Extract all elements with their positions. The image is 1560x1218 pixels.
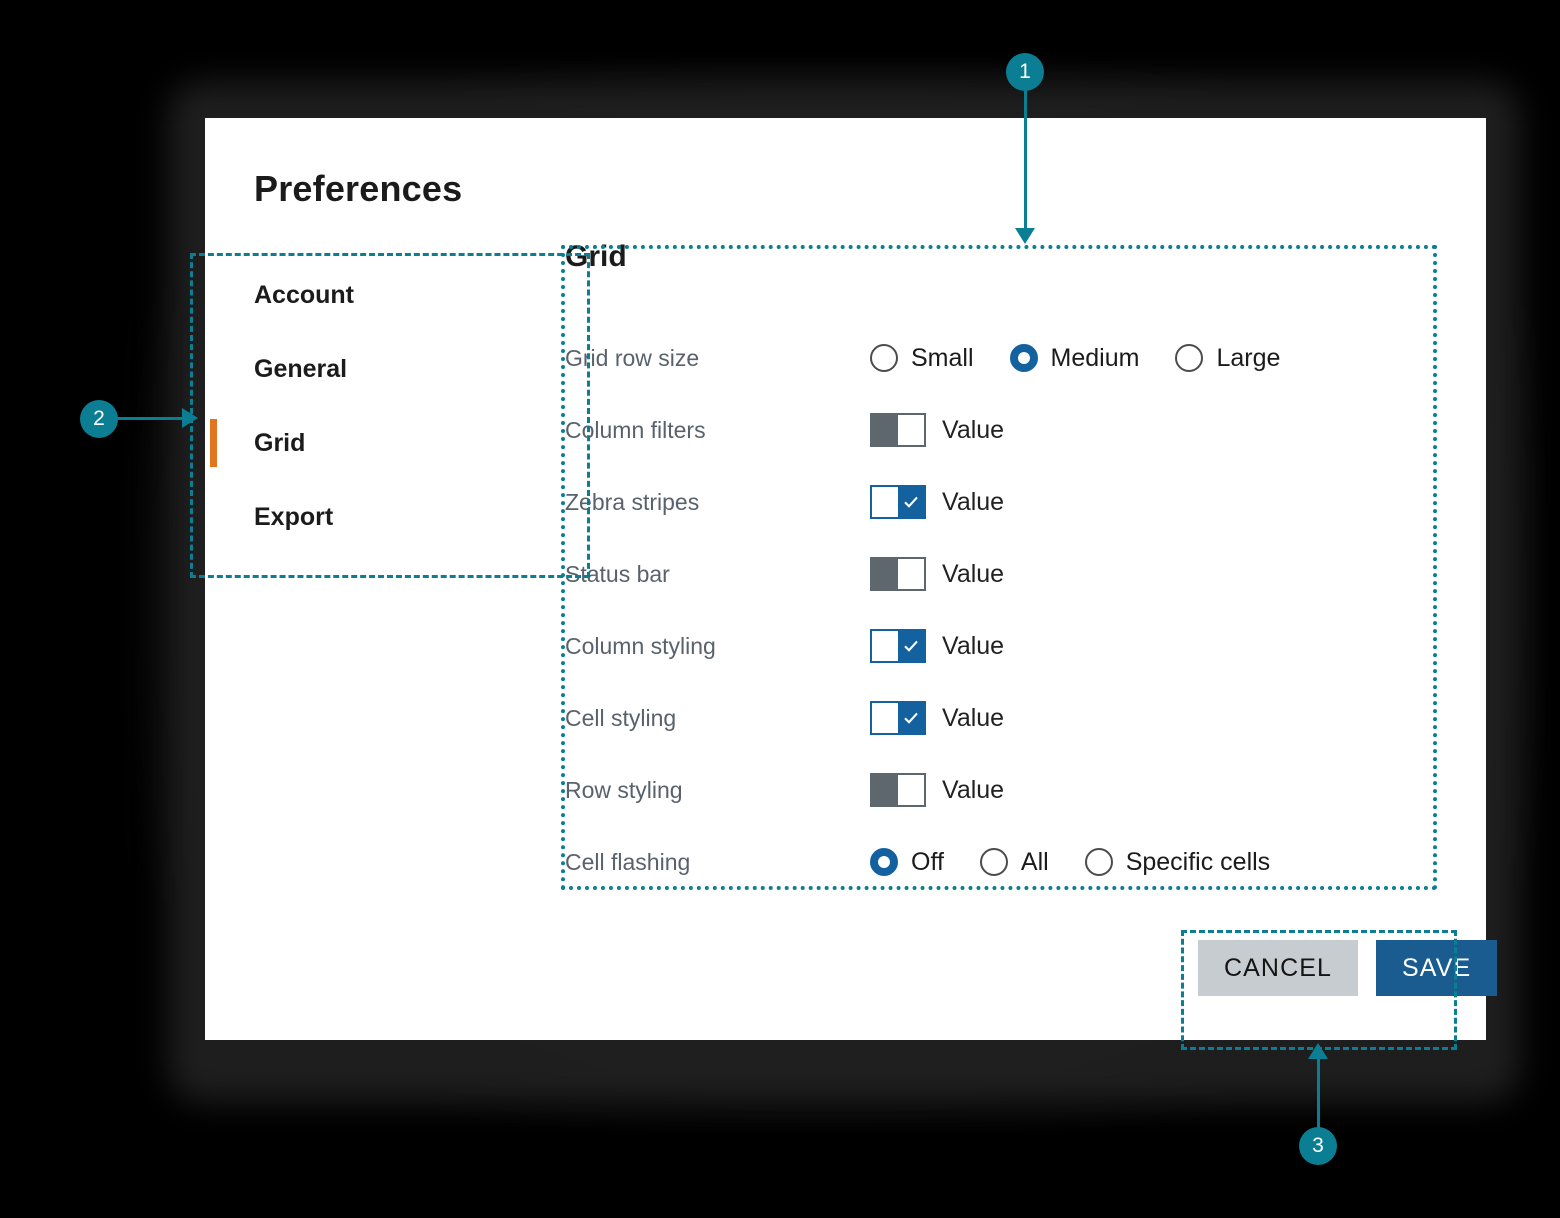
pref-control: Value (870, 701, 1004, 735)
pref-row-column-filters: Column filters Value (565, 394, 1440, 466)
pref-label: Column styling (565, 632, 716, 659)
radio-option-label: Small (911, 343, 974, 372)
sidebar-item-label: General (254, 354, 348, 383)
toggle-value-label: Value (942, 703, 1005, 732)
toggle-value-label: Value (942, 559, 1005, 588)
pref-label: Column filters (565, 416, 706, 443)
pref-row-status-bar: Status bar Value (565, 538, 1440, 610)
pref-row-cell-styling: Cell styling Value (565, 682, 1440, 754)
toggle-knob (872, 559, 898, 589)
toggle-row-styling[interactable] (870, 773, 926, 807)
check-icon (898, 487, 924, 517)
grid-row-size-radio-group: Small Medium Large (870, 344, 1280, 373)
dialog-actions: CANCEL SAVE (1198, 940, 1498, 996)
sidebar-item-label: Grid (254, 428, 306, 457)
pref-control: Value (870, 557, 1004, 591)
pref-label: Row styling (565, 776, 683, 803)
sidebar-item-general[interactable]: General (205, 332, 560, 406)
pref-label: Status bar (565, 560, 670, 587)
section-heading: Grid (565, 240, 627, 273)
sidebar-item-export[interactable]: Export (205, 480, 560, 554)
toggle-value-label: Value (942, 487, 1005, 516)
radio-option-large[interactable]: Large (1175, 344, 1280, 373)
save-button[interactable]: SAVE (1376, 940, 1498, 996)
pref-row-column-styling: Column styling Value (565, 610, 1440, 682)
radio-selected-icon (1009, 344, 1038, 372)
toggle-status-bar[interactable] (870, 557, 926, 591)
sidebar-nav: Account General Grid Export (205, 258, 560, 554)
preferences-list: Grid row size Small Medium Large (565, 322, 1440, 898)
toggle-value-label: Value (942, 415, 1005, 444)
annotation-badge-3: 3 (1299, 1127, 1337, 1165)
pref-control: Value (870, 629, 1004, 663)
toggle-zebra-stripes[interactable] (870, 485, 926, 519)
radio-option-label: Medium (1050, 343, 1140, 372)
radio-option-specific-cells[interactable]: Specific cells (1084, 847, 1271, 877)
annotation-badge-1: 1 (1006, 53, 1044, 91)
pref-label: Cell styling (565, 704, 677, 731)
pref-row-cell-flashing: Cell flashing Off All Specific cells (565, 826, 1440, 898)
toggle-knob (898, 631, 924, 661)
radio-option-all[interactable]: All (979, 847, 1049, 877)
sidebar-item-label: Account (254, 280, 354, 309)
pref-control: Value (870, 413, 1004, 447)
pref-row-zebra-stripes: Zebra stripes Value (565, 466, 1440, 538)
radio-option-label: Large (1216, 343, 1281, 372)
radio-icon (1175, 344, 1204, 372)
pref-control: Value (870, 485, 1004, 519)
toggle-knob (898, 703, 924, 733)
annotation-badge-2: 2 (80, 400, 118, 438)
toggle-value-label: Value (942, 631, 1005, 660)
toggle-knob (872, 415, 898, 445)
grid-settings-pane: Grid Grid row size Small Medium (563, 240, 1440, 898)
cell-flashing-radio-group: Off All Specific cells (870, 848, 1270, 877)
cancel-button[interactable]: CANCEL (1198, 940, 1359, 996)
preferences-dialog: Preferences Account General Grid Export … (205, 118, 1498, 1040)
page-title: Preferences (254, 168, 463, 209)
pref-label: Grid row size (565, 344, 700, 371)
sidebar-item-grid[interactable]: Grid (205, 406, 560, 480)
toggle-value-label: Value (942, 775, 1005, 804)
radio-option-medium[interactable]: Medium (1009, 343, 1140, 373)
pref-label: Zebra stripes (565, 488, 700, 515)
radio-selected-icon (870, 848, 898, 876)
toggle-knob (872, 775, 898, 805)
sidebar-item-account[interactable]: Account (205, 258, 560, 332)
radio-option-label: Off (911, 847, 944, 876)
sidebar-item-label: Export (254, 502, 334, 531)
radio-option-label: Specific cells (1125, 847, 1271, 876)
check-icon (898, 631, 924, 661)
toggle-column-styling[interactable] (870, 629, 926, 663)
radio-icon (870, 344, 898, 372)
pref-row-row-styling: Row styling Value (565, 754, 1440, 826)
radio-icon (1084, 848, 1113, 876)
radio-option-label: All (1020, 847, 1049, 876)
toggle-cell-styling[interactable] (870, 701, 926, 735)
pref-row-grid-row-size: Grid row size Small Medium Large (565, 322, 1440, 394)
radio-icon (979, 848, 1008, 876)
radio-option-small[interactable]: Small (870, 344, 974, 373)
pref-control: Value (870, 773, 1004, 807)
radio-option-off[interactable]: Off (870, 848, 944, 877)
toggle-column-filters[interactable] (870, 413, 926, 447)
check-icon (898, 703, 924, 733)
pref-label: Cell flashing (565, 848, 691, 875)
active-indicator (210, 419, 217, 467)
toggle-knob (898, 487, 924, 517)
